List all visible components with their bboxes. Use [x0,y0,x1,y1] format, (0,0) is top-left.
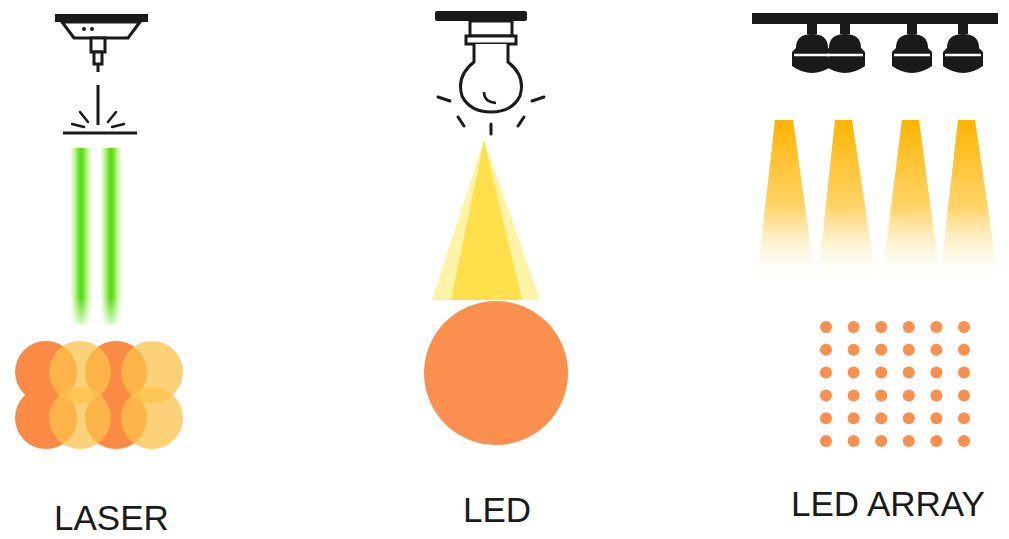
caption-label: LED ARRAY [791,484,985,524]
led-light-cone [432,140,540,300]
spot-dot [958,389,970,401]
spot-dot [903,389,915,401]
laser-spot-pattern [15,341,183,449]
laser-beam [70,148,122,324]
spot-dot [903,412,915,424]
spot-dot [958,321,970,333]
spot-dot [903,321,915,333]
spot-dot [930,321,942,333]
spot-dot [875,321,887,333]
spot-dot [930,344,942,356]
caption-label: LASER [54,498,169,538]
spot-dot [930,435,942,447]
spot-dot [875,412,887,424]
spot-dot [820,344,832,356]
spot-dot [820,412,832,424]
spot-dot [875,389,887,401]
led-array-beams [757,120,998,278]
spot-dot [820,389,832,401]
spot-dot [958,367,970,379]
spot-dot [903,367,915,379]
led-array-lamps [752,13,998,73]
spot-dot [875,367,887,379]
spot-dot [875,435,887,447]
spot-dot [820,321,832,333]
spot-dot [930,367,942,379]
spot-dot [820,435,832,447]
led-spot [424,301,568,445]
spot-dot [930,389,942,401]
spot-dot [903,344,915,356]
spot-dot [848,435,860,447]
spot-dot [958,412,970,424]
spot-dot [848,412,860,424]
led-array-spots [820,321,970,447]
spot-dot [958,435,970,447]
spot-dot [848,344,860,356]
spot-dot [930,412,942,424]
spot-dot [820,367,832,379]
spot-dot [875,344,887,356]
caption-label: LED [463,490,531,530]
spot-dot [848,367,860,379]
spot-dot [903,435,915,447]
led-lamp [435,11,544,134]
spot-dot [848,321,860,333]
spot-dot [958,344,970,356]
laser-device [55,14,148,133]
spot-dot [848,389,860,401]
